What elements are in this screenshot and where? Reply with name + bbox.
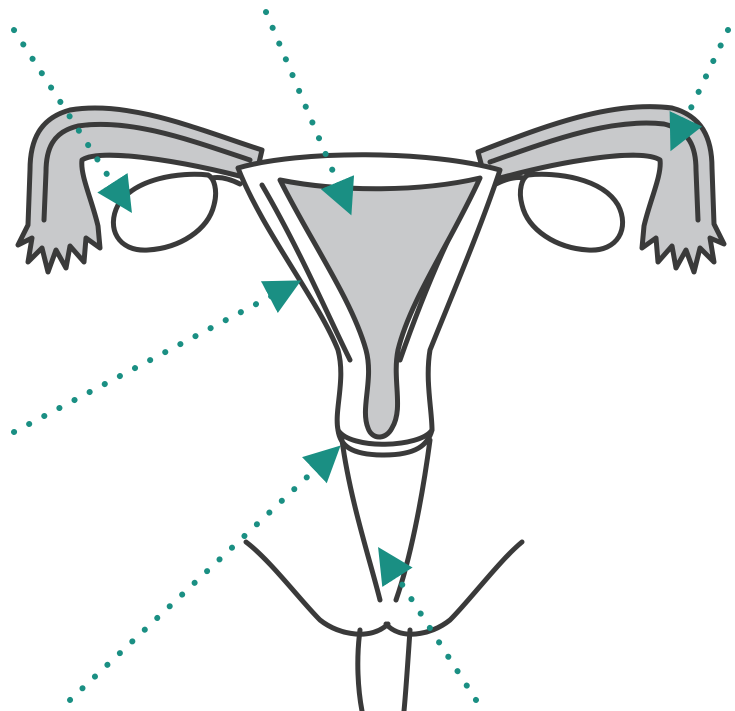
right-ovary [496,174,623,250]
left-ovary [113,174,240,250]
anatomy-drawing [18,107,724,711]
pointer-arrow [380,550,476,700]
pointer-arrow [70,448,338,700]
uterine-cavity [280,178,480,437]
vaginal-canal [342,440,430,711]
pointer-arrow [14,282,298,432]
